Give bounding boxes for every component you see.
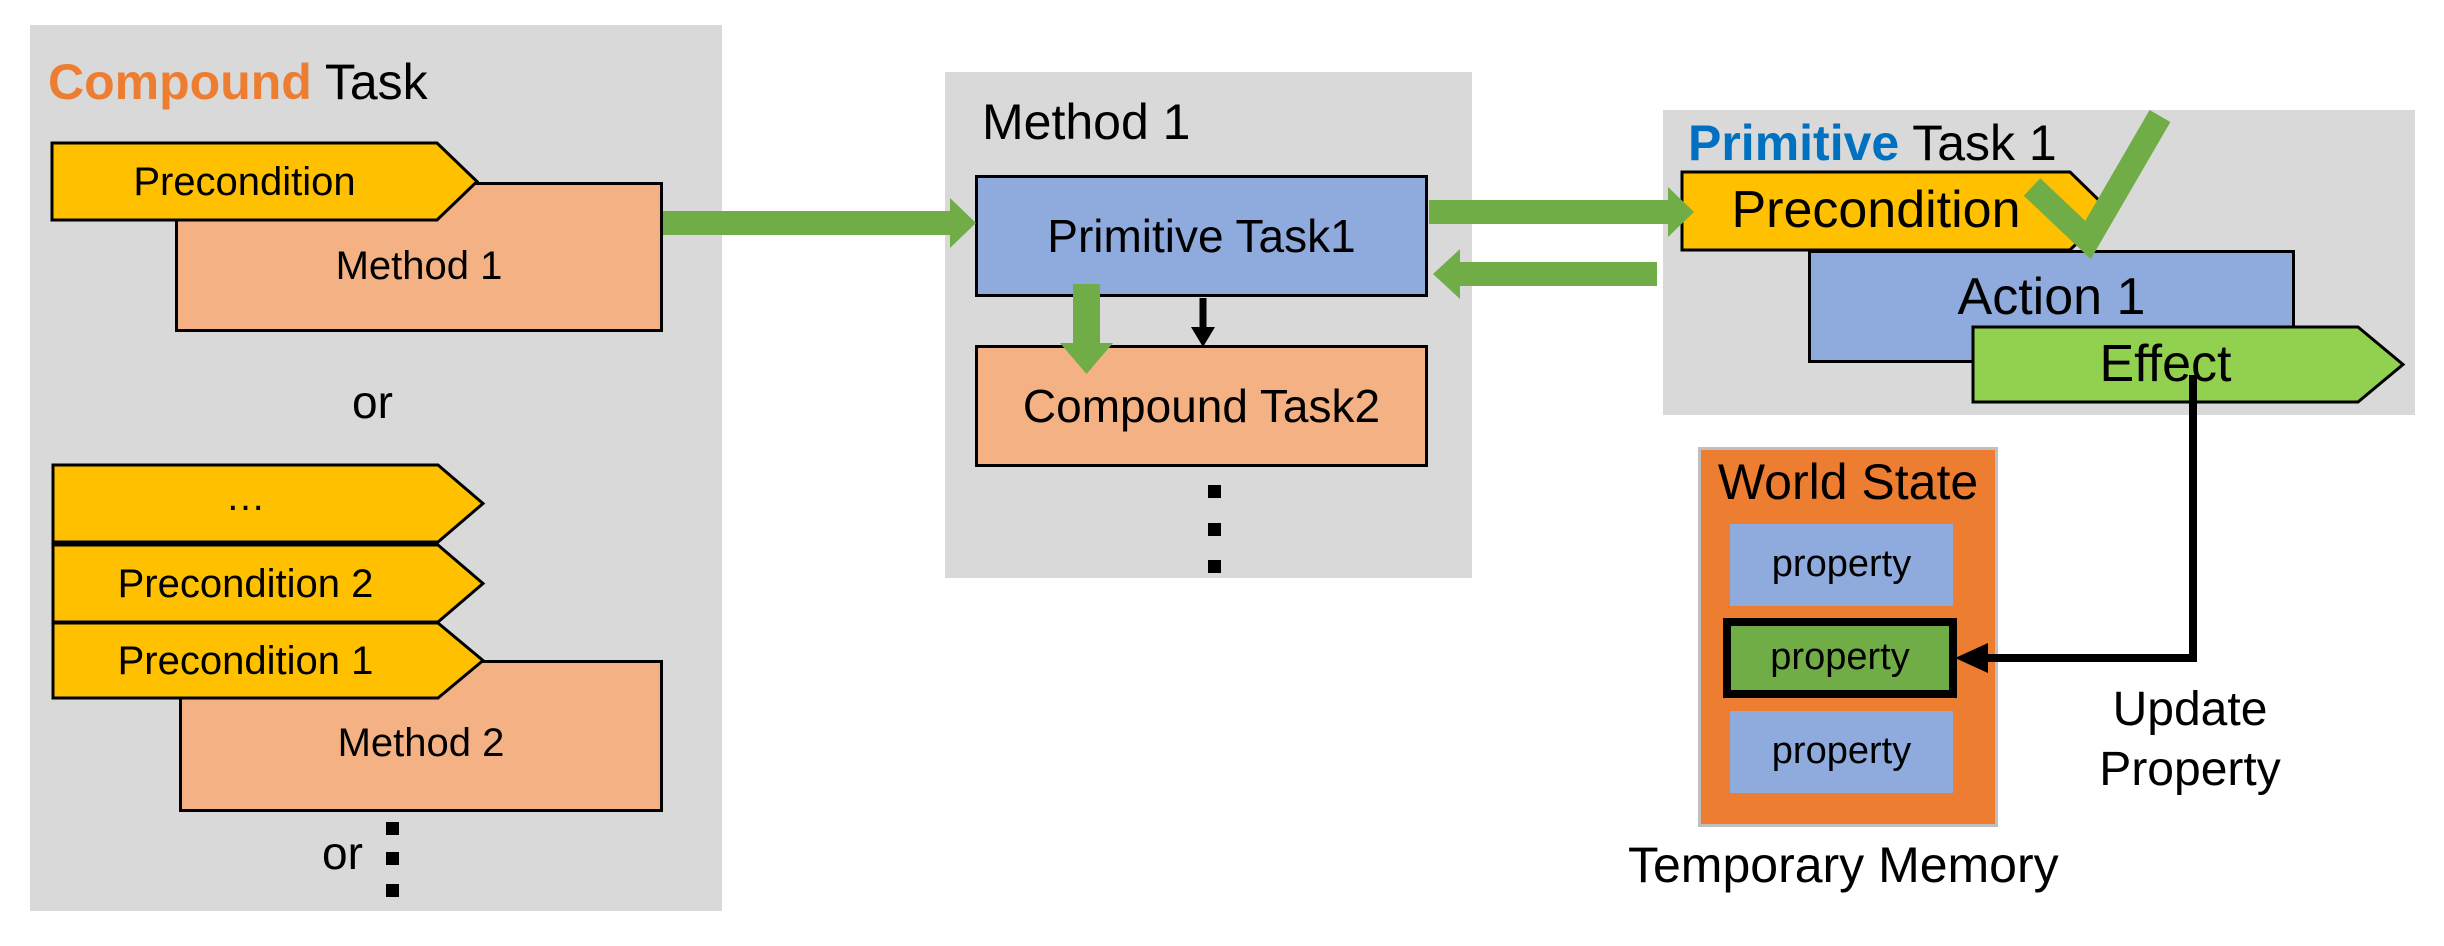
- effect-label: Effect: [2099, 334, 2232, 393]
- world-state-property: property: [1730, 524, 1953, 606]
- vertical-ellipsis-dot: [386, 822, 399, 835]
- method1-label: Method 1: [335, 244, 503, 288]
- precondition2-label: Precondition 2: [117, 561, 374, 606]
- compound-highlight: Compound: [48, 54, 312, 110]
- compound-task-panel-title: Compound Task: [48, 55, 428, 110]
- property-label: property: [1770, 636, 1910, 679]
- or-label-top: or: [352, 376, 393, 428]
- world-state-title: World State: [1717, 454, 1979, 510]
- property-label: property: [1771, 730, 1912, 773]
- compound-task2-label: Compound Task2: [1022, 379, 1381, 432]
- precondition-label: Precondition: [133, 159, 356, 204]
- action1-label: Action 1: [1957, 267, 2146, 326]
- primitive-precondition-label: Precondition: [1731, 181, 2021, 240]
- precondition1-label: Precondition 1: [117, 638, 374, 683]
- vertical-ellipsis-dot: [1208, 523, 1221, 536]
- update-property-label: Update Property: [2040, 680, 2340, 800]
- property-label: property: [1771, 543, 1912, 586]
- world-state-property-updated: property: [1723, 618, 1957, 698]
- method2-label: Method 2: [337, 721, 505, 765]
- primitive-task1-box: Primitive Task1: [975, 175, 1428, 297]
- primitive-task-panel-title: Primitive Task 1: [1688, 116, 2057, 171]
- primitive-highlight: Primitive: [1688, 115, 1900, 171]
- update-arrow-line: [1988, 375, 2197, 662]
- compound-task2-box: Compound Task2: [975, 345, 1428, 467]
- primitive-rest: Task 1: [1899, 115, 2057, 171]
- ellipsis-label: …: [225, 474, 266, 519]
- or-label-bottom: or: [322, 827, 363, 879]
- world-state-property: property: [1730, 711, 1953, 793]
- primitive-task1-label: Primitive Task1: [1047, 209, 1356, 262]
- temporary-memory-label: Temporary Memory: [1628, 837, 2059, 893]
- update-property-line2: Property: [2099, 743, 2281, 796]
- vertical-ellipsis-dot: [386, 884, 399, 897]
- vertical-ellipsis-dot: [1208, 560, 1221, 573]
- update-property-line1: Update: [2112, 683, 2268, 736]
- vertical-ellipsis-dot: [1208, 485, 1221, 498]
- compound-rest: Task: [311, 54, 428, 110]
- vertical-ellipsis-dot: [386, 852, 399, 865]
- method-panel-title: Method 1: [982, 94, 1191, 150]
